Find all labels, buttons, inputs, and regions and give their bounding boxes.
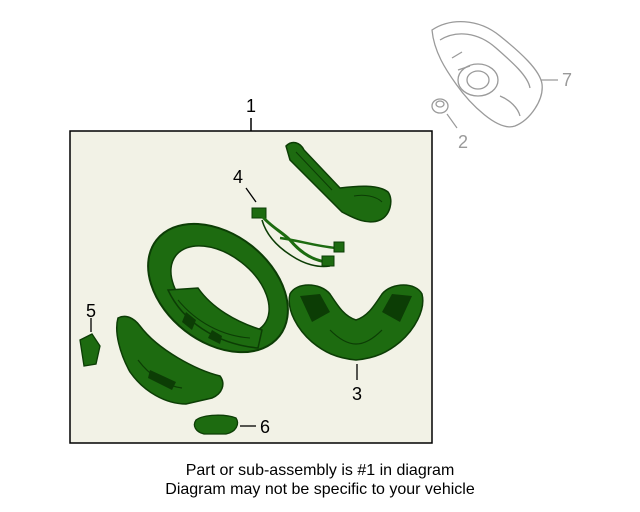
callout-6: 6 [260, 417, 271, 437]
lower-cover [116, 315, 224, 405]
callout-1: 1 [246, 96, 257, 116]
callout-4-leader [245, 187, 257, 203]
parts-diagram [69, 20, 558, 444]
banner-line-1: Part or sub-assembly is #1 in diagram [185, 462, 455, 479]
steering-wheel [147, 222, 289, 354]
airbag-module-outline [431, 20, 543, 128]
banner-line-2: Diagram may not be specific to your vehi… [165, 481, 475, 498]
ghost-leaders [446, 79, 558, 129]
info-banner: Part or sub-assembly is #1 in diagram Di… [14, 458, 626, 502]
callout-7: 7 [562, 70, 573, 90]
switch-bezel [288, 284, 424, 361]
callout-5: 5 [86, 301, 97, 321]
paddle-switch [79, 333, 101, 367]
callout-3: 3 [352, 384, 363, 404]
nut-outline [431, 98, 449, 114]
callout-2: 2 [458, 132, 469, 152]
column-cover [285, 141, 392, 223]
wiring-harness [251, 207, 345, 268]
callout-4: 4 [233, 167, 244, 187]
trim-cover [193, 414, 239, 435]
